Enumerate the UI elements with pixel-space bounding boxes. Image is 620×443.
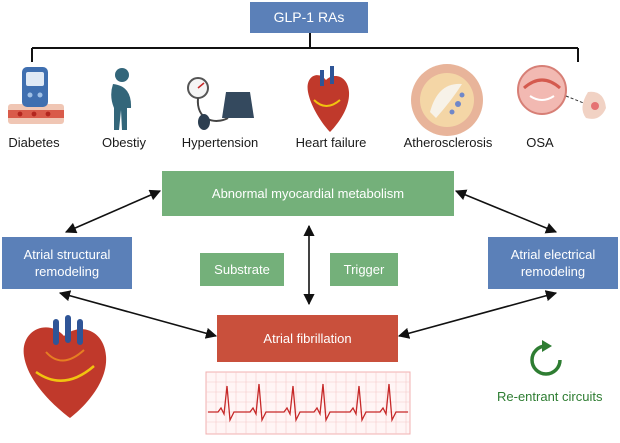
- trigger-box: Trigger: [330, 253, 398, 286]
- arrow-structural-af: [58, 290, 218, 339]
- label-osa: OSA: [526, 135, 554, 150]
- atrial-fibrillation-label: Atrial fibrillation: [263, 331, 352, 346]
- electrical-remodeling-label: Atrial electrical remodeling: [510, 247, 596, 279]
- structural-remodeling-label: Atrial structural remodeling: [23, 247, 111, 279]
- atrial-fibrillation-box: Atrial fibrillation: [217, 315, 398, 362]
- person-silhouette-icon: [111, 68, 132, 130]
- metabolism-label: Abnormal myocardial metabolism: [211, 186, 405, 201]
- metabolism-box: Abnormal myocardial metabolism: [162, 171, 454, 216]
- structural-remodeling-box: Atrial structural remodeling: [2, 237, 132, 289]
- airway-icon: [517, 65, 606, 119]
- reentrant-circuits-label: Re-entrant circuits: [497, 389, 603, 404]
- anatomical-heart-icon: [23, 315, 107, 418]
- ecg-grid: [206, 372, 410, 434]
- circular-arrow-icon: [530, 340, 562, 376]
- label-atherosclerosis: Atherosclerosis: [403, 135, 493, 150]
- glp1-box: GLP-1 RAs: [250, 2, 368, 33]
- label-hypertension: Hypertension: [181, 135, 259, 150]
- glucose-meter-icon: [8, 67, 64, 124]
- substrate-label: Substrate: [214, 262, 270, 277]
- arrow-electrical-af: [397, 290, 558, 339]
- label-heart-failure: Heart failure: [295, 135, 367, 150]
- ecg-strip: [205, 371, 411, 435]
- trigger-label: Trigger: [343, 262, 385, 277]
- substrate-box: Substrate: [200, 253, 284, 286]
- artery-cross-section-icon: [411, 64, 483, 136]
- label-obesity: Obestiy: [101, 135, 147, 150]
- arrow-metabolism-structural: [64, 189, 162, 234]
- label-diabetes: Diabetes: [8, 135, 60, 150]
- ecg-trace: [208, 383, 408, 423]
- heart-icon: [307, 66, 350, 132]
- blood-pressure-cuff-icon: [187, 77, 254, 130]
- glp1-label: GLP-1 RAs: [273, 9, 345, 25]
- electrical-remodeling-box: Atrial electrical remodeling: [488, 237, 618, 289]
- arrow-metabolism-electrical: [454, 189, 558, 234]
